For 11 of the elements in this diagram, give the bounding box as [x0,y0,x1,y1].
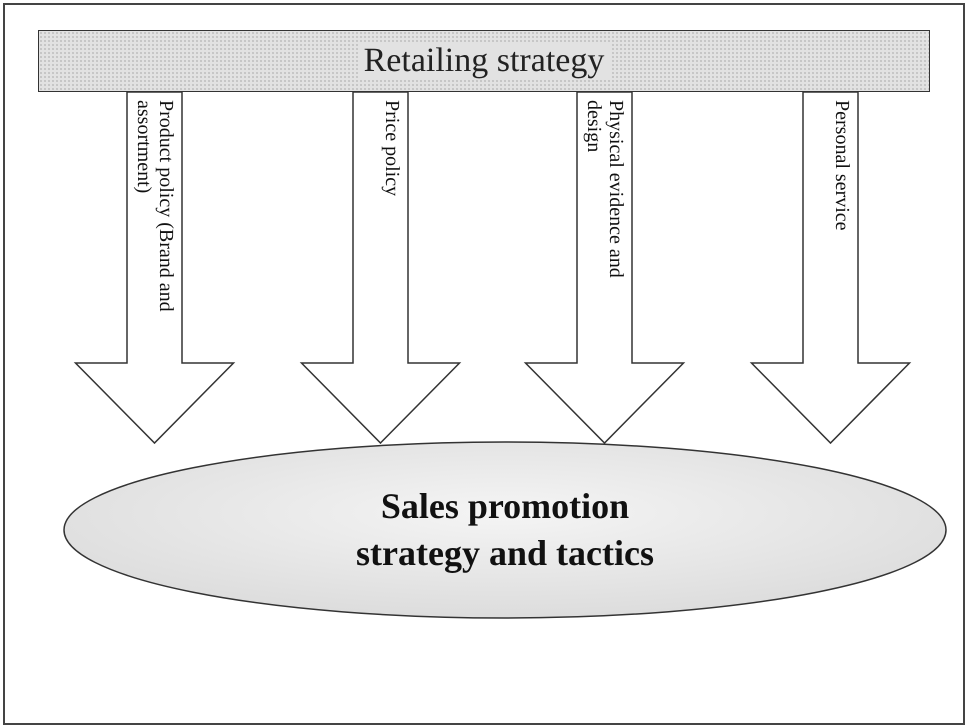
block-arrow [74,91,236,444]
strategy-box [38,30,930,92]
block-arrow [300,91,462,444]
edge-label: Physical evidence and design [582,100,626,280]
ellipse-label: Sales promotion strategy and tactics [355,485,655,575]
edge-label: Product policy (Brand and assortment) [132,100,176,314]
block-arrow [750,91,912,444]
edge-label: Personal service [830,100,852,233]
block-arrow [524,91,686,444]
box-title: Retailing strategy [358,42,610,80]
edge-label: Price policy [380,100,402,198]
